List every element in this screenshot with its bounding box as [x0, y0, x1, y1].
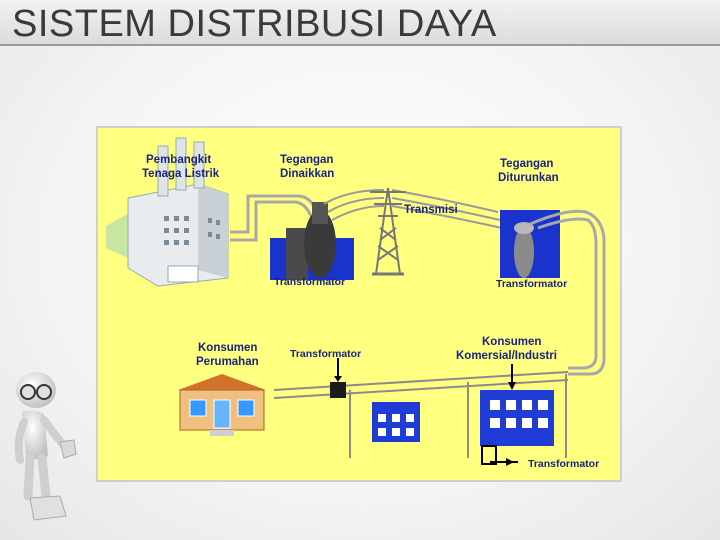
- label-transformator-3: Transformator: [290, 348, 362, 360]
- label-konsumen-rumah-1: Konsumen: [198, 342, 258, 354]
- label-konsumen-industri-1: Konsumen: [482, 336, 542, 348]
- slide-title: SISTEM DISTRIBUSI DAYA: [12, 3, 497, 45]
- label-tegangan-turun-1: Tegangan: [500, 158, 554, 170]
- distribution-diagram: Pembangkit Tenaga Listrik Tegangan Dinai…: [96, 126, 622, 482]
- label-transformator-2: Transformator: [496, 278, 568, 290]
- label-transmisi: Transmisi: [404, 204, 458, 216]
- label-tegangan-naik-1: Tegangan: [280, 154, 334, 166]
- step-down-transformer-icon: [500, 210, 560, 278]
- house-icon: [178, 374, 266, 436]
- small-building-icon: [372, 402, 420, 442]
- pole-transformer-icon: [330, 358, 346, 398]
- industrial-building-icon: [480, 364, 554, 466]
- diagram-graphics: [106, 137, 606, 466]
- label-tegangan-turun-2: Diturunkan: [498, 172, 559, 184]
- power-plant-icon: [106, 137, 229, 287]
- label-konsumen-rumah-2: Perumahan: [196, 356, 259, 368]
- label-transformator-1: Transformator: [274, 276, 346, 288]
- label-konsumen-industri-2: Komersial/Industri: [456, 350, 557, 362]
- transmission-tower-icon: [370, 187, 406, 276]
- step-up-transformer-icon: [270, 202, 354, 280]
- label-pembangkit-1: Pembangkit: [146, 154, 212, 166]
- label-transformator-4: Transformator: [528, 458, 600, 470]
- title-bar: SISTEM DISTRIBUSI DAYA: [0, 0, 720, 46]
- label-tegangan-naik-2: Dinaikkan: [280, 168, 335, 180]
- label-pembangkit-2: Tenaga Listrik: [142, 168, 220, 180]
- mascot-figure-icon: [14, 372, 77, 521]
